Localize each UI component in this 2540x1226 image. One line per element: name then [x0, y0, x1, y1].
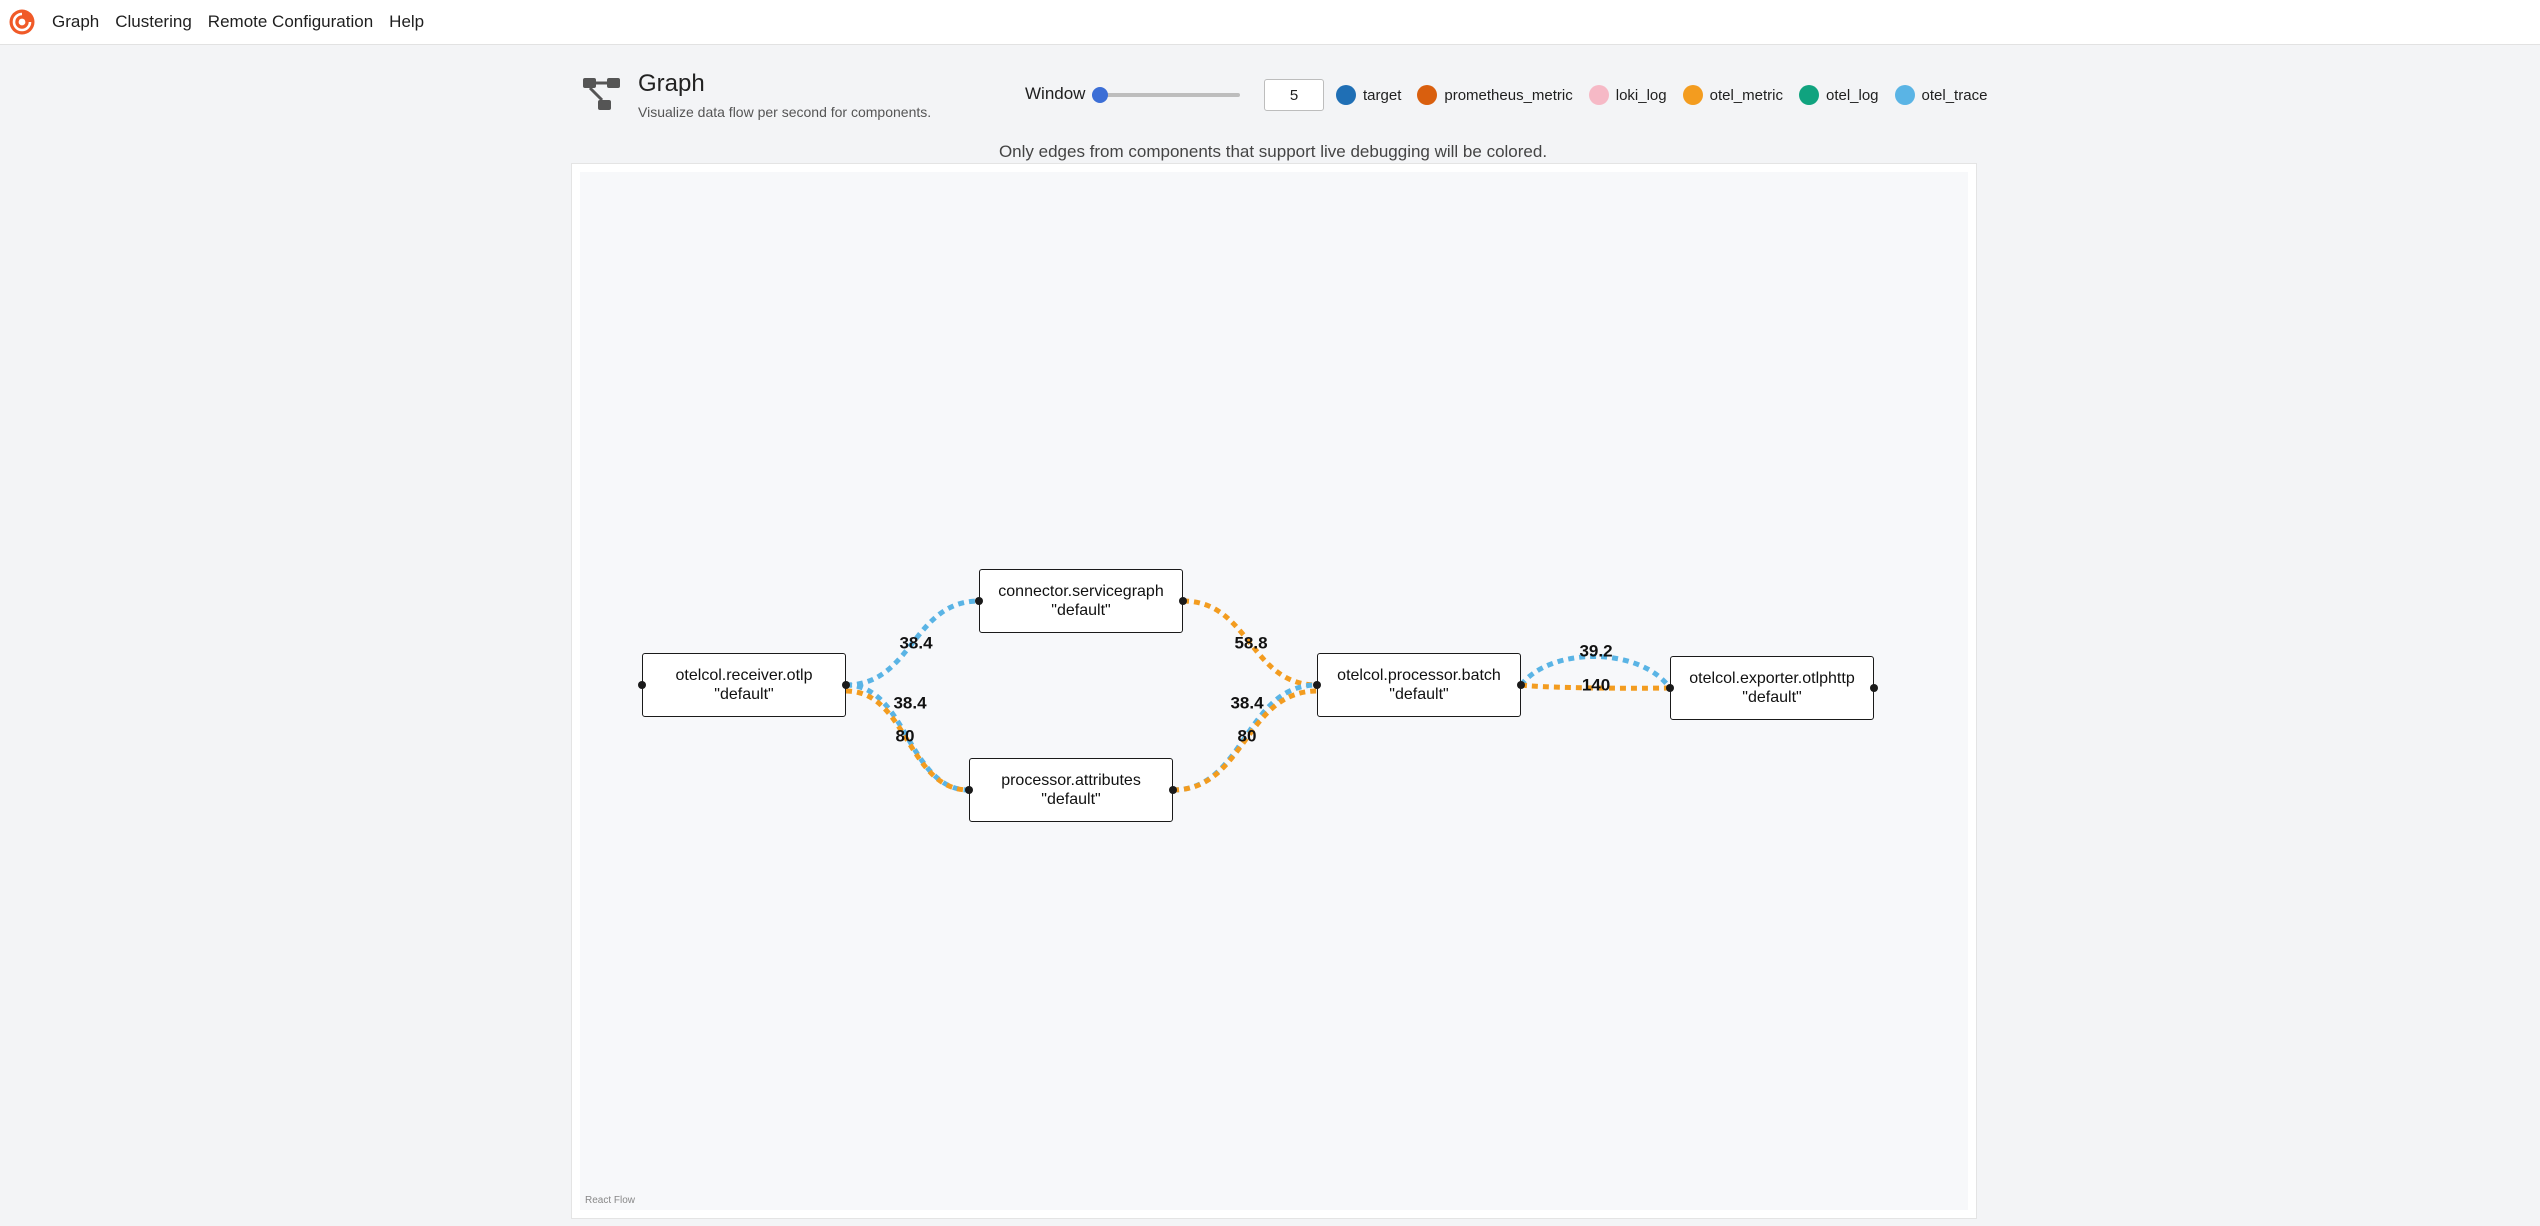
window-value-input[interactable] — [1264, 79, 1324, 111]
legend-label: prometheus_metric — [1444, 86, 1573, 104]
slider-track — [1092, 93, 1240, 97]
graph-canvas[interactable]: 38.4 38.4 80 58.8 38.4 80 39.2 140 otelcol.rece… — [580, 172, 1968, 1210]
legend-swatch — [1894, 85, 1915, 105]
edge-rate-label: 38.4 — [893, 693, 927, 712]
graph-canvas-frame: 38.4 38.4 80 58.8 38.4 80 39.2 140 otelcol.rece… — [571, 163, 1977, 1219]
edge-rate-label: 39.2 — [1579, 641, 1612, 660]
legend-item-target: target — [1336, 85, 1401, 105]
edge-otel-trace[interactable] — [845, 598, 980, 688]
slider-thumb[interactable] — [1092, 87, 1108, 103]
edge-rate-label: 80 — [896, 726, 915, 745]
input-handle[interactable] — [1313, 681, 1321, 689]
input-handle[interactable] — [965, 786, 973, 794]
edge-otel-metric[interactable] — [1520, 682, 1671, 691]
legend-swatch — [1798, 85, 1819, 105]
legend-item-prometheus-metric: prometheus_metric — [1417, 85, 1573, 105]
page-title: Graph — [638, 70, 705, 97]
nav-link-remote-configuration[interactable]: Remote Configuration — [207, 12, 374, 31]
edge-rate-label: 80 — [1238, 726, 1257, 745]
node-connector-servicegraph[interactable]: connector.servicegraph "default" — [975, 569, 1187, 633]
legend-swatch — [1682, 85, 1703, 105]
nav-links: Graph Clustering Remote Configuration He… — [52, 0, 440, 44]
input-handle[interactable] — [975, 597, 983, 605]
edge-otel-metric[interactable] — [1182, 598, 1318, 688]
edge-rate-label: 140 — [1582, 675, 1610, 694]
page-subtitle: Visualize data flow per second for compo… — [638, 104, 932, 120]
legend-item-otel-trace: otel_trace — [1894, 85, 1988, 105]
legend-label: loki_log — [1615, 86, 1667, 104]
nav-link-clustering[interactable]: Clustering — [115, 12, 192, 31]
node-processor-attributes[interactable]: processor.attributes "default" — [965, 758, 1177, 822]
output-handle[interactable] — [1169, 786, 1177, 794]
node-label: "default" — [1051, 602, 1111, 619]
edge-otel-trace[interactable] — [1519, 654, 1673, 690]
node-name: processor.attributes — [1001, 772, 1141, 789]
node-otelcol-processor-batch[interactable]: otelcol.processor.batch "default" — [1313, 653, 1525, 717]
legend-label: target — [1363, 86, 1402, 104]
graph-edges: 38.4 38.4 80 58.8 38.4 80 39.2 140 — [845, 598, 1673, 793]
edge-otel-metric[interactable] — [845, 688, 970, 793]
node-otelcol-exporter-otlphttp[interactable]: otelcol.exporter.otlphttp "default" — [1666, 656, 1878, 720]
output-handle[interactable] — [1870, 684, 1878, 692]
node-name: otelcol.exporter.otlphttp — [1689, 670, 1855, 687]
node-otelcol-receiver-otlp[interactable]: otelcol.receiver.otlp "default" — [638, 653, 850, 717]
input-handle[interactable] — [1666, 684, 1674, 692]
node-name: otelcol.receiver.otlp — [675, 667, 813, 684]
react-flow-attribution[interactable]: React Flow — [585, 1195, 636, 1206]
node-label: "default" — [1742, 689, 1802, 706]
legend-item-otel-log: otel_log — [1798, 85, 1879, 105]
window-label: Window — [1025, 84, 1086, 103]
window-slider[interactable] — [1092, 85, 1240, 105]
output-handle[interactable] — [842, 681, 850, 689]
output-handle[interactable] — [1179, 597, 1187, 605]
edge-rate-label: 58.8 — [1234, 633, 1267, 652]
input-handle[interactable] — [638, 681, 646, 689]
grafana-alloy-logo-icon[interactable] — [8, 8, 36, 36]
node-label: "default" — [714, 686, 774, 703]
legend-swatch — [1336, 85, 1356, 105]
legend-item-otel-metric: otel_metric — [1682, 85, 1783, 105]
page-header: Graph Visualize data flow per second for… — [580, 68, 1980, 128]
top-navbar: Graph Clustering Remote Configuration He… — [0, 0, 2540, 45]
edge-otel-metric[interactable] — [1172, 688, 1318, 793]
nav-link-help[interactable]: Help — [389, 12, 425, 31]
graph-icon — [583, 78, 620, 110]
legend-item-loki-log: loki_log — [1588, 85, 1667, 105]
output-handle[interactable] — [1517, 681, 1525, 689]
node-label: "default" — [1041, 791, 1101, 808]
legend-label: otel_metric — [1709, 86, 1783, 104]
legend: target prometheus_metric loki_log otel_m… — [1336, 85, 2003, 105]
nav-link-graph[interactable]: Graph — [52, 12, 100, 31]
node-name: connector.servicegraph — [998, 583, 1164, 600]
edge-rate-label: 38.4 — [899, 633, 933, 652]
live-debugging-notice: Only edges from components that support … — [998, 142, 1548, 161]
node-name: otelcol.processor.batch — [1337, 667, 1501, 684]
legend-label: otel_log — [1825, 86, 1879, 104]
legend-label: otel_trace — [1921, 86, 1988, 104]
legend-swatch — [1417, 85, 1438, 105]
legend-swatch — [1588, 85, 1609, 105]
node-label: "default" — [1389, 686, 1449, 703]
edge-rate-label: 38.4 — [1230, 693, 1264, 712]
